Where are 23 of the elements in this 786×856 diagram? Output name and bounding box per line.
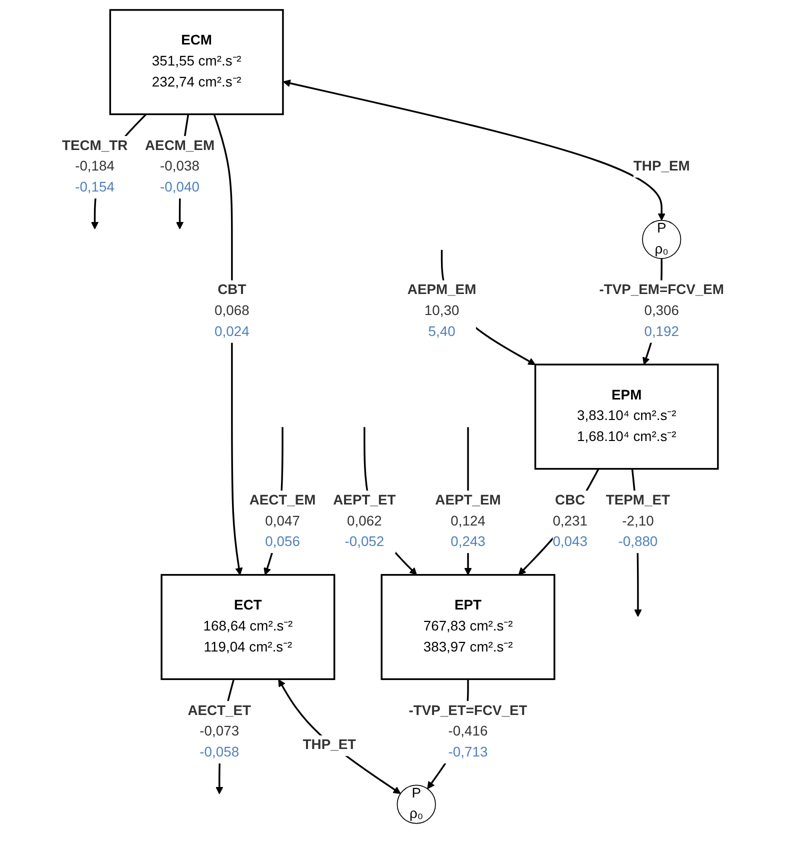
node-box: EPM 3,83.10⁴ cm².s⁻² 1,68.10⁴ cm².s⁻² bbox=[534, 364, 719, 470]
arrow bbox=[282, 80, 666, 221]
node-circle: P ρ₀ bbox=[396, 784, 436, 824]
node-box: ECM 351,55 cm².s⁻² 232,74 cm².s⁻² bbox=[109, 9, 284, 116]
edge-label: TEPM_ET -2,10 -0,880 bbox=[606, 493, 670, 550]
edge-label: AEPT_EM 0,124 0,243 bbox=[435, 493, 501, 550]
edge-label: CBT 0,068 0,024 bbox=[214, 282, 250, 340]
edge-label: -TVP_ET=FCV_ET -0,416 -0,713 bbox=[408, 704, 528, 760]
edge-label: AEPM_EM 10,30 5,40 bbox=[407, 282, 476, 340]
node-circle: P ρ₀ bbox=[642, 220, 682, 259]
edge-label: AECT_ET -0,073 -0,058 bbox=[188, 704, 252, 760]
edge-label: TECM_TR -0,184 -0,154 bbox=[62, 138, 128, 196]
edge-label: THP_ET bbox=[302, 738, 356, 753]
arrow bbox=[278, 679, 401, 794]
edge-label: AECT_EM 0,047 0,056 bbox=[249, 493, 316, 550]
edge-label: AECM_EM -0,038 -0,040 bbox=[145, 138, 215, 196]
node-box: EPT 767,83 cm².s⁻² 383,97 cm².s⁻² bbox=[380, 574, 556, 680]
edge-label: -TVP_EM=FCV_EM 0,306 0,192 bbox=[599, 282, 724, 340]
edge-label: CBC 0,231 0,043 bbox=[552, 493, 588, 550]
edge-label: THP_EM bbox=[633, 159, 690, 174]
edge-label: AEPT_ET 0,062 -0,052 bbox=[333, 493, 396, 550]
arrow bbox=[518, 468, 600, 576]
node-box: ECT 168,64 cm².s⁻² 119,04 cm².s⁻² bbox=[160, 574, 336, 680]
